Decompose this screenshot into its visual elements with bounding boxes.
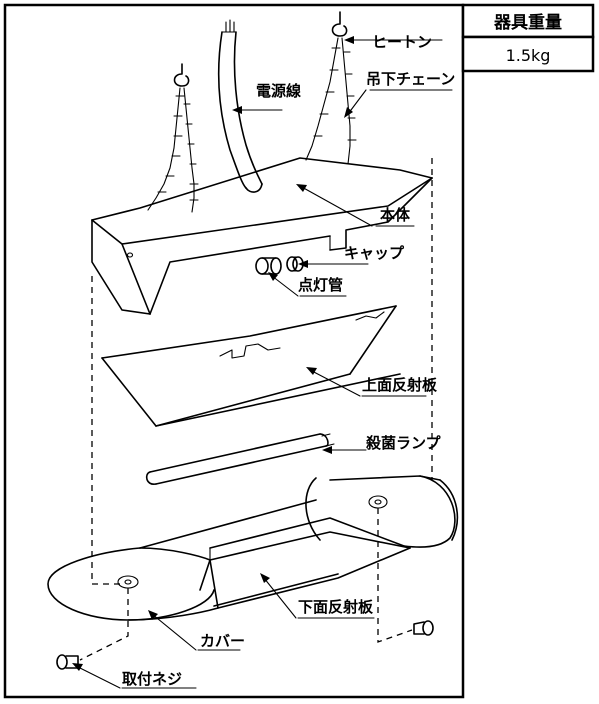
- leader-arrowheads: [72, 36, 354, 671]
- label-lamp: 殺菌ランプ: [365, 434, 442, 452]
- fixture-body: [91, 157, 433, 315]
- leader-lines: [75, 39, 453, 689]
- label-starter: 点灯管: [298, 276, 343, 294]
- upper-reflector: [101, 305, 401, 427]
- screw-right: [413, 620, 434, 636]
- weight-table-value: 1.5kg: [506, 46, 551, 65]
- screw-left: [56, 654, 79, 670]
- hook-left: [173, 63, 190, 87]
- label-power-cord: 電源線: [256, 82, 301, 100]
- hook-right: [331, 11, 348, 37]
- starter-part: [255, 257, 282, 275]
- weight-table-header: 器具重量: [493, 12, 562, 33]
- label-cap: キャップ: [344, 244, 405, 262]
- lower-assembly: [47, 475, 459, 621]
- label-upper-reflector: 上面反射板: [362, 376, 438, 394]
- chain-left: [147, 87, 199, 213]
- assembly-guide-lines: [79, 158, 433, 661]
- uv-lamp: [145, 433, 335, 485]
- label-cover: カバー: [200, 632, 245, 650]
- power-cord: [217, 19, 263, 193]
- label-screw: 取付ネジ: [122, 670, 182, 688]
- label-hook: ヒートン: [372, 33, 432, 51]
- label-chain: 吊下チェーン: [366, 70, 455, 88]
- cap-part: [286, 256, 304, 272]
- chain-right: [305, 37, 357, 165]
- weight-table: 器具重量 1.5kg: [461, 3, 595, 73]
- label-lower-reflector: 下面反射板: [298, 598, 374, 616]
- part-labels: ヒートン 電源線 吊下チェーン 本体 キャップ 点灯管 上面反射板 殺菌ランプ …: [122, 33, 455, 688]
- label-body: 本体: [380, 206, 411, 224]
